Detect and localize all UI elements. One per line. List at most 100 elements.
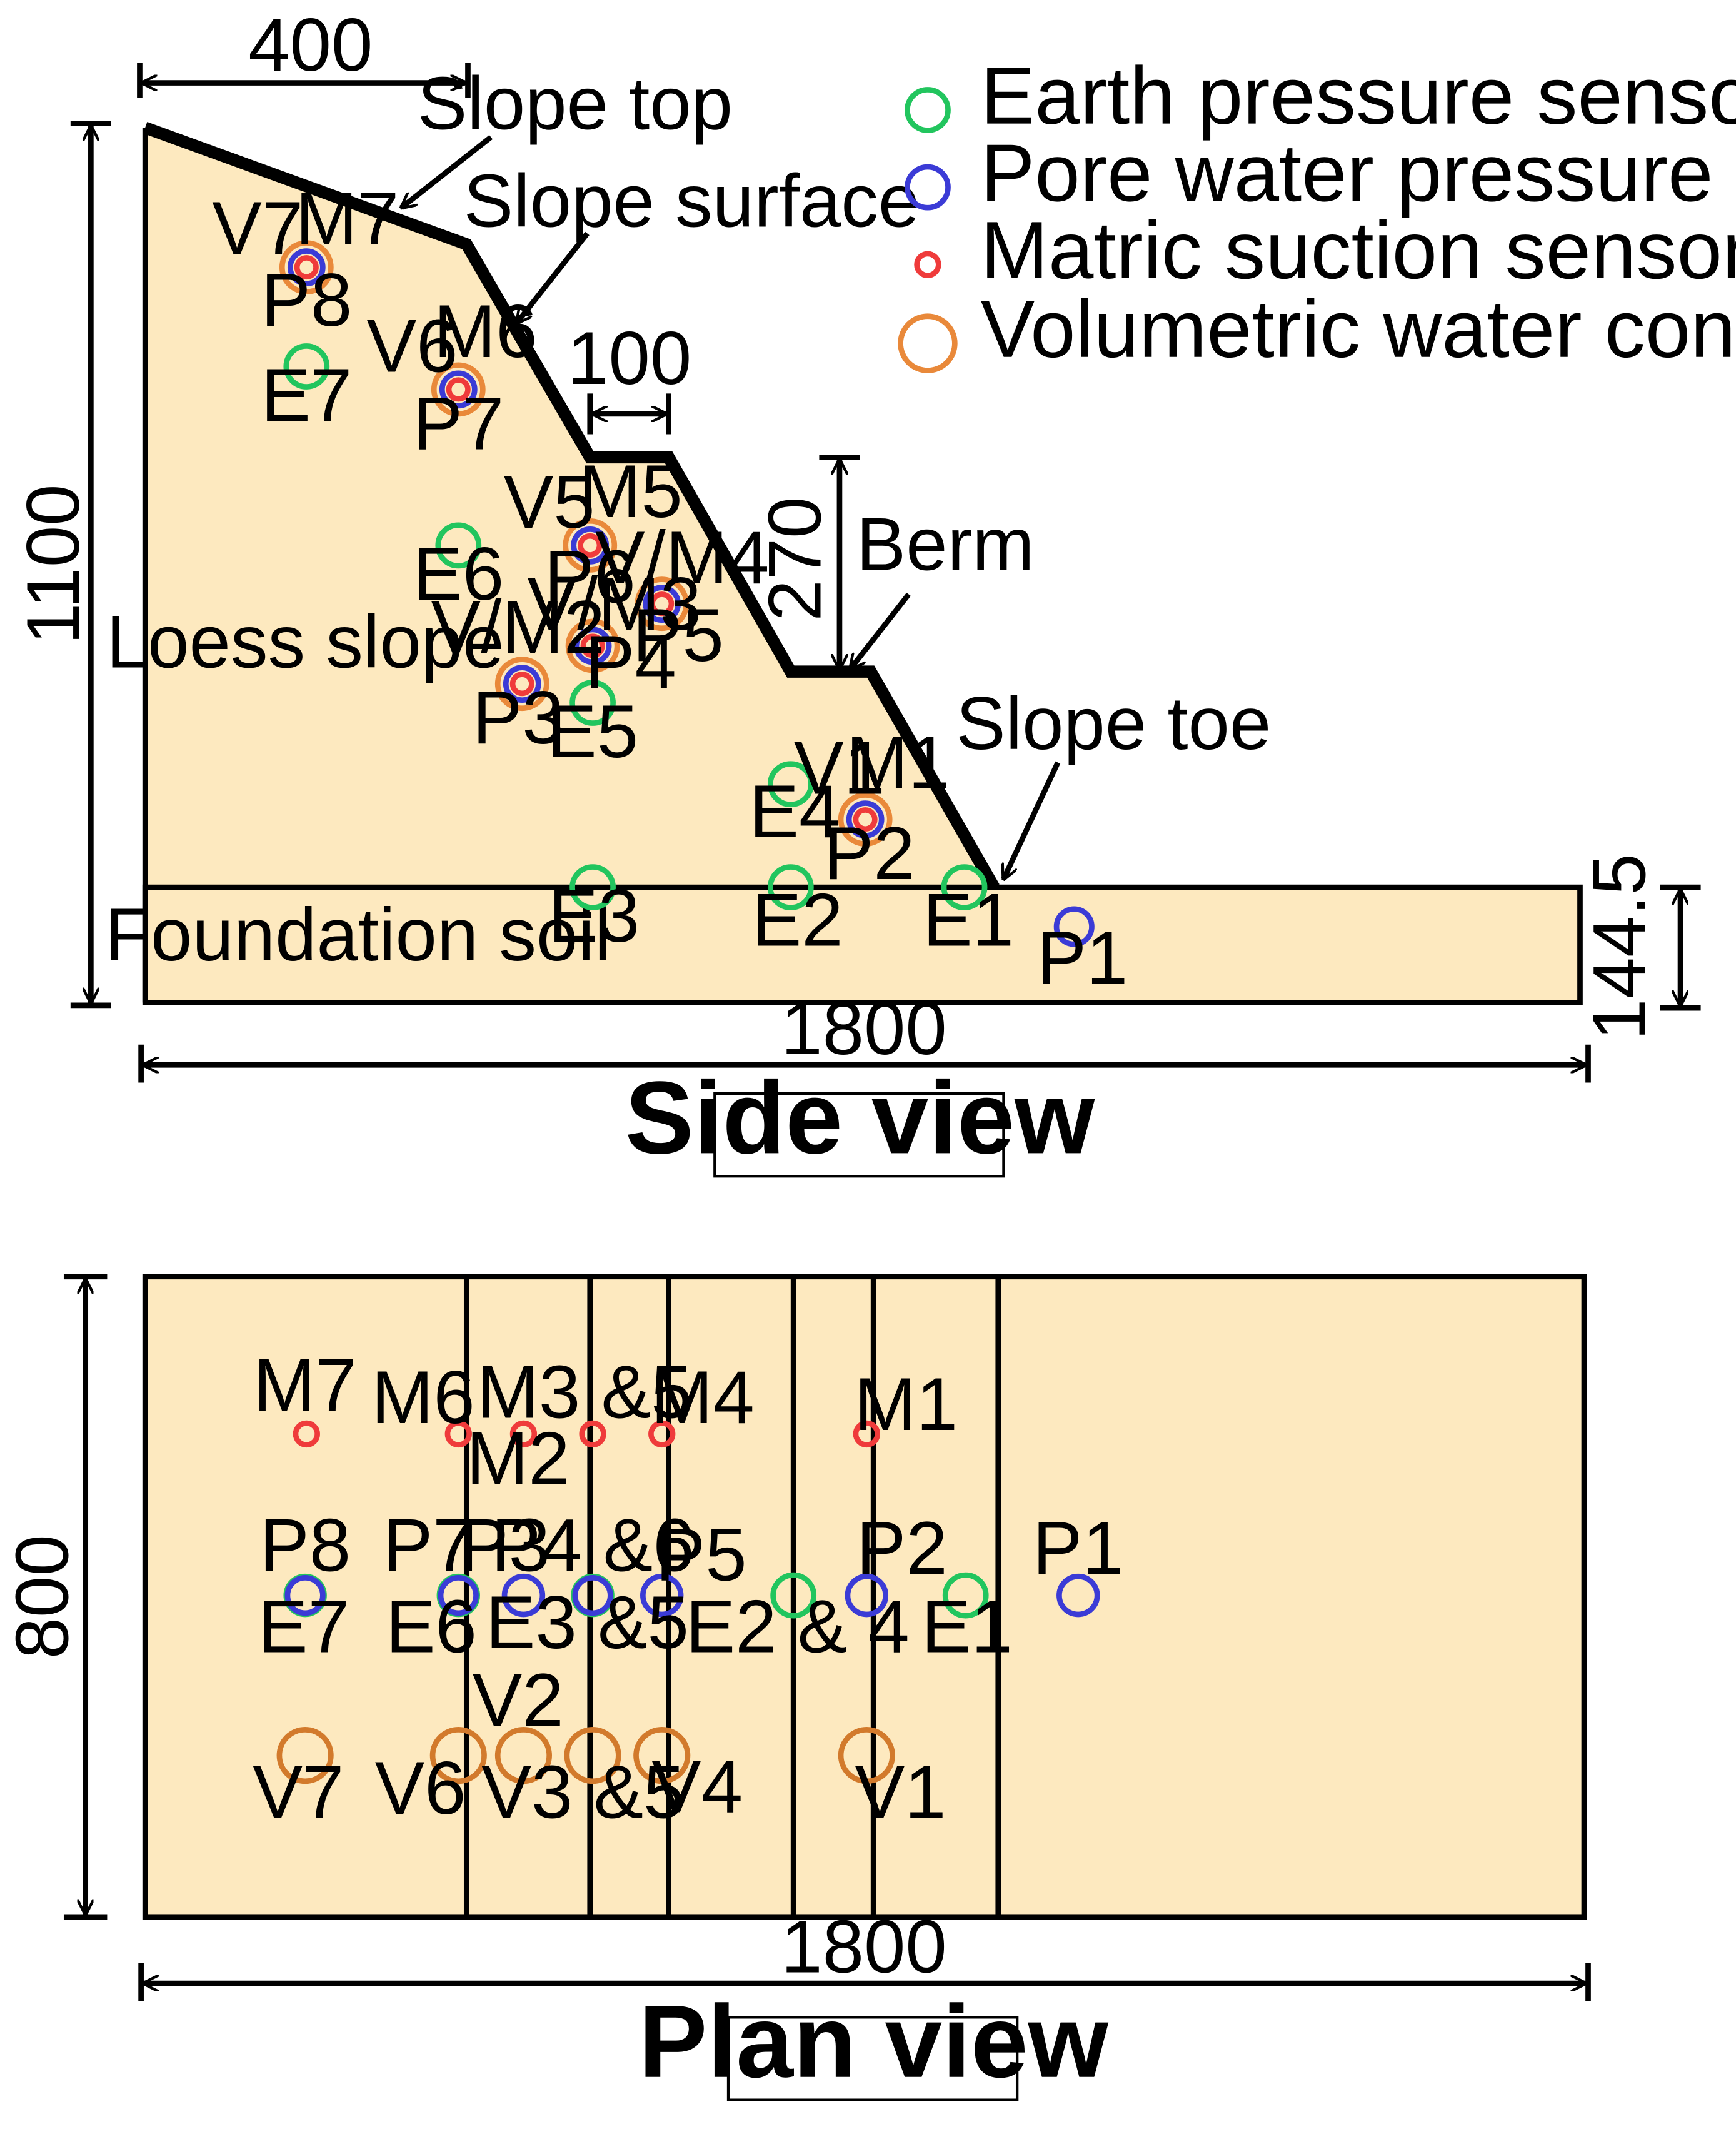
sensor-label: E7 (261, 354, 352, 437)
volumetric-sensor (431, 362, 486, 417)
sensor-label: M6 (434, 290, 538, 373)
sensor-label: V4 (651, 1746, 743, 1829)
sensor-label: V3 &5 (481, 1751, 685, 1834)
sensor-cluster-vm2-p3 (494, 657, 549, 712)
sensor-label: E3 (548, 875, 640, 958)
berm-label: Berm (856, 503, 1035, 586)
slope-surface-pointer (517, 231, 590, 323)
sensor-cluster-v1-m1-p2 (838, 792, 893, 847)
dim-plan-width-label: 800 (1, 1534, 84, 1659)
matric-suction-sensor (578, 533, 603, 558)
slope-top-pointer (401, 134, 493, 208)
earth-pressure-sensor (569, 680, 616, 726)
volumetric-legend-label: Volumetric water content sensor (V) (981, 283, 1736, 375)
slope-profile-line (143, 121, 1000, 890)
pore-pressure-sensor (1056, 1573, 1100, 1618)
pore-pressure-sensor (284, 1575, 326, 1616)
dim-side-length-label: 1800 (781, 987, 946, 1070)
sensor-label: P2 (824, 812, 915, 895)
sensor-cluster-v7-m7-p8 (279, 240, 334, 295)
earth-pressure-sensor (767, 864, 814, 910)
earth-pressure-sensor (283, 343, 330, 390)
matric-suction-sensor (294, 255, 319, 280)
sensor-label: P3 (473, 677, 564, 760)
sensor-label: E1 (921, 1586, 1013, 1669)
sensor-label: P1 (1036, 917, 1128, 1000)
loess-slope-label: Loess slope (106, 601, 504, 684)
matric-suction-sensor (648, 1420, 676, 1448)
side-view: 400 1100 100 270 144.5 1800 Slope top Sl (12, 4, 1701, 1178)
sensor-label: E7 (258, 1586, 349, 1669)
matric-suction-sensor (293, 1420, 321, 1448)
matric-suction-sensor (446, 377, 471, 402)
earth-pressure-sensor (767, 761, 814, 808)
pore-pressure-legend-icon (905, 164, 951, 211)
sensor-label: P6 (544, 536, 636, 619)
pore-pressure-legend-label: Pore water pressure sensor (P) (981, 127, 1736, 218)
plan-view-title: Plan view (638, 1984, 1108, 2099)
slope-surface-label: Slope surface (464, 160, 920, 243)
slope-toe-label: Slope toe (956, 682, 1271, 765)
sensor-label: M1 (846, 722, 950, 805)
earth-pressure-sensor (942, 1572, 989, 1619)
dim-plan-length-label: 1800 (781, 1906, 946, 1989)
sensor-label: M3 &5 (477, 1351, 693, 1434)
volumetric-sensor (633, 1727, 691, 1784)
volumetric-sensor (276, 1727, 334, 1784)
volumetric-sensor (563, 518, 618, 573)
pore-pressure-sensor (572, 1575, 613, 1616)
sensor-label: E2 & 4 (686, 1586, 910, 1669)
sensor-label: V/M2 (431, 586, 605, 669)
volumetric-sensor (494, 1727, 552, 1784)
sensor-label: M2 (466, 1417, 570, 1501)
slope-top-label: Slope top (418, 62, 733, 145)
sensor-label: P4 &6 (491, 1504, 695, 1588)
berm-pointer (850, 592, 911, 668)
loess-slope-body (145, 128, 995, 888)
sensor-label: V/M3 (528, 563, 701, 646)
pore-pressure-sensor (287, 248, 326, 287)
sensor-label: P8 (261, 259, 352, 342)
foundation-outline (142, 884, 1583, 1005)
matric-suction-legend-label: Matric suction sensor (M) (981, 204, 1736, 296)
slope-toe-pointer (1001, 761, 1061, 880)
sensor-cluster-vm3-p4 (565, 618, 620, 673)
pore-pressure-sensor (501, 1573, 546, 1618)
sensor-cluster-v6-m6-p7 (431, 362, 486, 417)
pore-pressure-sensor (1053, 906, 1095, 947)
dim-berm-height-label: 270 (754, 497, 837, 622)
pore-pressure-sensor (438, 1575, 479, 1616)
sensor-label: E3 &5 (486, 1581, 689, 1664)
sensor-label: M7 (253, 1344, 357, 1427)
volumetric-sensor (838, 792, 893, 847)
sensor-label: V1 (794, 727, 885, 810)
sensor-label: P2 (856, 1507, 948, 1590)
volumetric-sensor (279, 240, 334, 295)
sensor-label: E6 (413, 533, 504, 616)
sensor-label: P5 (633, 594, 724, 677)
matric-suction-sensor (853, 807, 878, 832)
volumetric-sensor (494, 657, 549, 712)
sensor-label: V2 (473, 1659, 564, 1742)
sensor-label: M7 (296, 178, 399, 261)
sensor-label: P8 (259, 1504, 351, 1588)
plan-view: 800 1800 M7 M6 M3 & (1, 1274, 1591, 2101)
plan-view-title-box (726, 2016, 1019, 2101)
dim-height-label: 1100 (12, 484, 95, 645)
pore-pressure-sensor (439, 370, 478, 409)
earth-pressure-sensor (941, 864, 988, 910)
earth-pressure-sensor (569, 864, 616, 910)
matric-suction-sensor (579, 1420, 606, 1448)
volumetric-sensor (429, 1727, 487, 1784)
sensor-cluster-vm4-p5 (635, 576, 690, 632)
sensor-label: V7 (212, 187, 303, 270)
matric-suction-sensor (444, 1420, 472, 1448)
side-view-title: Side view (625, 1060, 1095, 1175)
foundation-soil-label: Foundation soil (105, 893, 611, 977)
sensor-label: P7 (413, 382, 504, 465)
matric-suction-sensor (580, 633, 605, 658)
sensor-label: V5 (504, 461, 595, 544)
sensor-label: M5 (579, 450, 683, 533)
earth-pressure-legend-label: Earth pressure sensor (E) (981, 50, 1736, 141)
